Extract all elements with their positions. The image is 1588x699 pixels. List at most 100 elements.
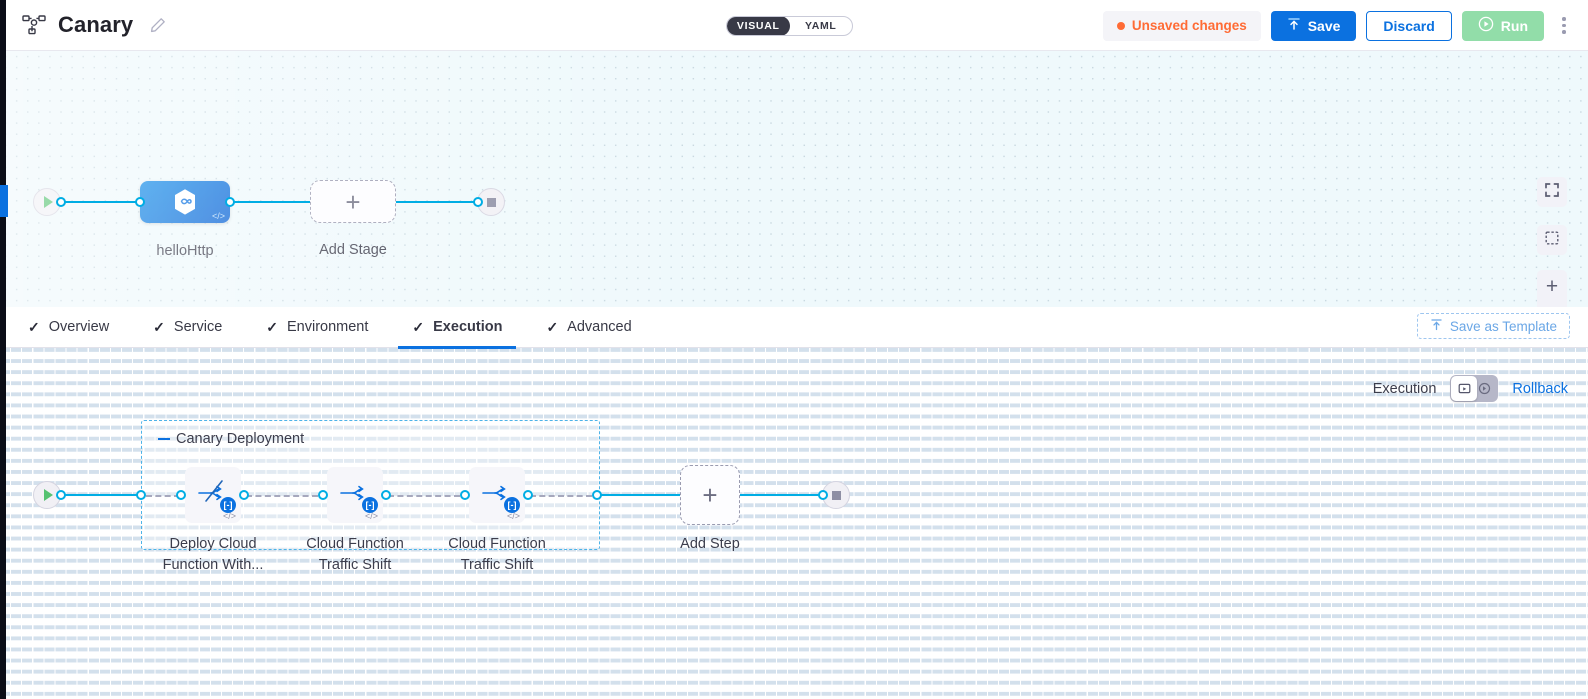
pipeline-nodes-icon <box>22 15 46 35</box>
group-entry-port[interactable] <box>136 490 146 500</box>
stage-node-hellohttp[interactable]: </> <box>140 181 230 223</box>
zoom-in-button[interactable]: + <box>1537 271 1567 302</box>
status-badge-unsaved: Unsaved changes <box>1102 10 1261 41</box>
check-icon: ✓ <box>412 318 425 335</box>
execution-canvas[interactable]: Execution Rollback <box>0 348 1588 699</box>
step-2-output-port[interactable] <box>381 490 391 500</box>
plus-icon: + <box>702 480 718 510</box>
step-1-input-port[interactable] <box>176 490 186 500</box>
more-vertical-icon[interactable] <box>1554 11 1574 41</box>
step-1-output-port[interactable] <box>239 490 249 500</box>
step-2-input-port[interactable] <box>318 490 328 500</box>
tab-service-label: Service <box>173 319 223 335</box>
step-1-badge: [-] <box>220 497 236 513</box>
tab-environment[interactable]: ✓ Environment <box>244 307 390 348</box>
step-2-label: Cloud Function Traffic Shift <box>306 536 404 573</box>
tab-execution[interactable]: ✓ Execution <box>390 307 524 349</box>
execution-toggle-label: Execution <box>1372 380 1437 397</box>
execution-icon <box>1458 382 1471 395</box>
step-1-label: Deploy Cloud Function With... <box>162 536 264 573</box>
upload-template-icon <box>1430 318 1443 334</box>
tab-service[interactable]: ✓ Service <box>131 307 244 348</box>
add-stage-label: Add Stage <box>319 242 387 258</box>
edge-step1-to-step2 <box>246 495 318 497</box>
tab-environment-label: Environment <box>287 319 369 335</box>
rollback-link[interactable]: Rollback <box>1512 380 1568 397</box>
play-circle-icon <box>1478 16 1494 35</box>
step-2-badge: [-] <box>362 497 378 513</box>
step-3-code-tag: </> <box>506 511 520 521</box>
stage-input-port[interactable] <box>135 197 145 207</box>
mode-option-yaml[interactable]: YAML <box>804 20 837 32</box>
play-icon <box>44 489 53 501</box>
step-node-traffic-shift-1[interactable]: [-] </> <box>327 467 383 523</box>
rollback-icon <box>1478 382 1491 395</box>
collapse-dash-icon[interactable] <box>158 438 170 440</box>
start-output-port[interactable] <box>56 197 66 207</box>
play-icon <box>44 196 53 208</box>
edge-add-to-end <box>396 201 480 203</box>
check-icon: ✓ <box>28 318 40 335</box>
marquee-select-button[interactable] <box>1537 225 1567 255</box>
stop-icon <box>831 490 841 500</box>
check-icon: ✓ <box>546 318 559 335</box>
edge-add-step-to-end <box>740 494 824 496</box>
stage-output-port[interactable] <box>225 197 235 207</box>
mode-option-visual[interactable]: VISUAL <box>727 17 790 35</box>
execution-start-output-port[interactable] <box>56 490 66 500</box>
step-node-traffic-shift-2[interactable]: [-] </> <box>469 467 525 523</box>
traffic-shift-icon <box>337 478 373 513</box>
stage-label-hellohttp: helloHttp <box>156 243 214 259</box>
check-icon: ✓ <box>266 318 278 335</box>
execution-mode-switch[interactable] <box>1450 375 1499 402</box>
step-3-output-port[interactable] <box>523 490 533 500</box>
plus-icon: + <box>1545 274 1559 298</box>
header-left: Canary <box>0 12 166 38</box>
unsaved-dot-icon <box>1116 21 1125 30</box>
save-label: Save <box>1307 17 1341 34</box>
pencil-icon[interactable] <box>149 17 166 34</box>
step-3-input-port[interactable] <box>460 490 470 500</box>
execution-switch-knob <box>1451 376 1478 401</box>
stage-canvas[interactable]: </> helloHttp + Add Stage <box>0 51 1588 307</box>
left-rail-active-indicator <box>0 185 8 217</box>
marquee-select-icon <box>1544 230 1560 251</box>
unsaved-label: Unsaved changes <box>1131 18 1247 33</box>
end-input-port[interactable] <box>473 197 483 207</box>
header-actions: Unsaved changes Save Discard <box>1102 0 1574 51</box>
edge-step2-to-step3 <box>388 495 460 497</box>
tab-execution-label: Execution <box>433 319 503 335</box>
discard-button[interactable]: Discard <box>1366 10 1452 41</box>
tab-advanced-label: Advanced <box>567 319 632 335</box>
execution-end-input-port[interactable] <box>818 490 828 500</box>
stage-code-tag: </> <box>211 211 225 221</box>
tab-advanced[interactable]: ✓ Advanced <box>524 307 653 348</box>
mode-toggle[interactable]: VISUAL YAML <box>726 16 853 36</box>
upload-arrow-icon <box>1287 17 1301 34</box>
save-as-template-button[interactable]: Save as Template <box>1416 313 1570 339</box>
step-3-label: Cloud Function Traffic Shift <box>448 536 546 573</box>
edge-group-to-add-step <box>598 494 680 496</box>
plus-icon: + <box>345 186 361 217</box>
run-button[interactable]: Run <box>1461 10 1544 41</box>
stop-icon <box>486 197 496 207</box>
page-title: Canary <box>58 12 134 37</box>
save-button[interactable]: Save <box>1270 10 1357 41</box>
step-node-deploy-cloud-function[interactable]: [-] </> <box>185 467 241 523</box>
step-group-label: Canary Deployment <box>176 431 305 447</box>
step-2-code-tag: </> <box>364 511 378 521</box>
add-stage-button[interactable]: + <box>310 180 396 223</box>
group-exit-port[interactable] <box>592 490 602 500</box>
edge-group-entry <box>146 495 180 497</box>
tab-overview[interactable]: ✓ Overview <box>0 307 131 348</box>
save-as-template-label: Save as Template <box>1449 318 1557 334</box>
fit-screen-button[interactable] <box>1537 177 1567 207</box>
hexagon-infinity-icon <box>172 188 198 216</box>
traffic-shift-icon <box>479 478 515 513</box>
step-group-header: Canary Deployment <box>158 431 304 447</box>
add-step-button[interactable]: + <box>680 465 740 525</box>
add-step-label: Add Step <box>680 536 740 552</box>
edge-start-to-group <box>62 494 142 496</box>
edge-stage-to-add <box>232 201 310 203</box>
